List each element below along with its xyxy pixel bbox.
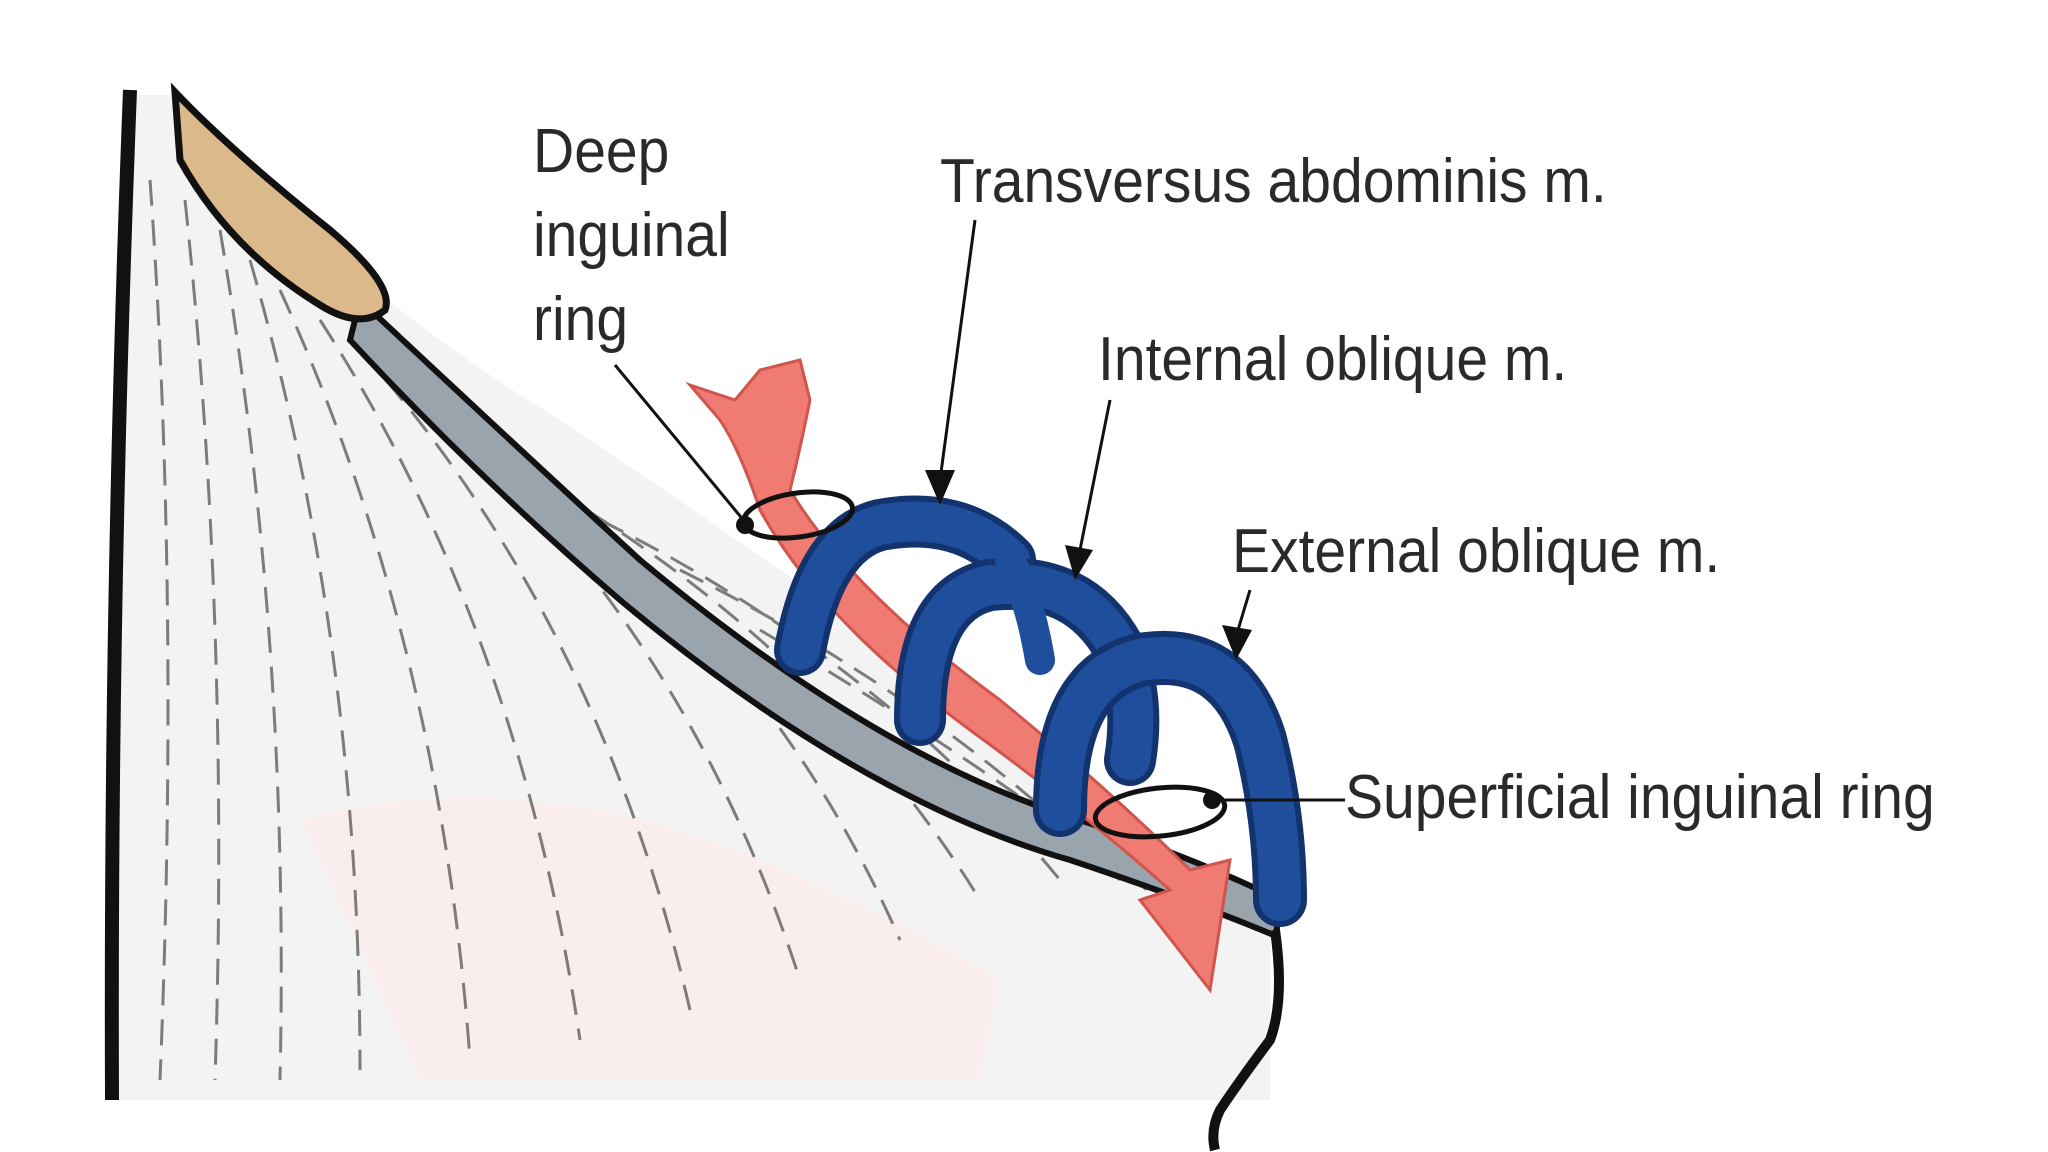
deep-ring-dot [736,516,754,534]
left-body-outline [104,89,137,1101]
bone-ilium [170,82,390,323]
leader-lines [613,219,1345,802]
deep-ring-label-line-1: Deep [533,117,670,186]
deep-ring-leader [613,364,747,523]
internal-oblique-label: Internal oblique m. [1098,325,1568,394]
spermatic-cord-arrow [685,358,1232,994]
deep-ring-label-line-2: inguinal [533,201,730,270]
fascia-striations [148,179,1161,1081]
superficial-ring-ellipse [1092,784,1228,840]
superficial-ring-label: Superficial inguinal ring [1345,763,1935,832]
transversus-label: Transversus abdominis m. [940,147,1607,216]
external-oblique-band [1039,636,1301,921]
spermatic-cord-line [1208,929,1284,1152]
external-oblique-leader [1236,589,1252,631]
internal-oblique-leader [1078,399,1112,551]
deep-ring-label-line-3: ring [533,285,629,354]
muscle-layer-bands [774,495,1307,927]
superficial-ring-dot [1203,791,1221,809]
internal-oblique-band [900,563,1154,780]
external-oblique-label: External oblique m. [1232,517,1721,586]
leader-arrowheads [925,470,1252,660]
transversus-leader [938,219,977,481]
